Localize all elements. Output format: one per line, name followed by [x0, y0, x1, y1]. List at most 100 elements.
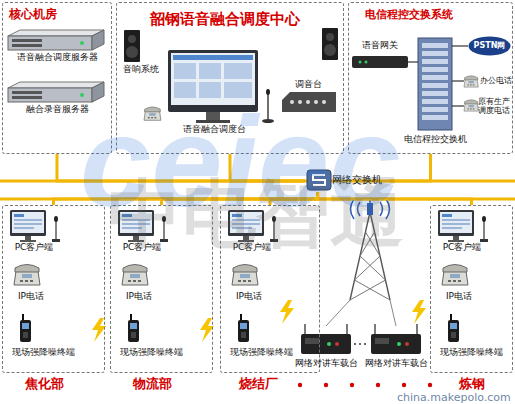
ip-phone-node: IP电话	[114, 260, 164, 302]
dot	[298, 383, 302, 387]
cabinet-row	[422, 59, 448, 64]
phone-icon	[464, 76, 478, 87]
phone-node: 原有生产 调度电话	[464, 96, 513, 122]
speaker-icon	[124, 30, 140, 62]
cabinet-row	[422, 107, 448, 112]
group-heading: 韶钢语音融合调度中心	[150, 11, 300, 28]
device-label: 语音网关	[352, 40, 408, 50]
tower-brace	[355, 256, 381, 280]
group-heading: 核心机房	[9, 8, 57, 22]
screen-tile	[224, 63, 252, 79]
gateway-icon	[352, 56, 408, 68]
device-label: 调音台	[278, 79, 338, 89]
device-label: 网络对讲车载台	[294, 359, 358, 369]
server-node: 语音融合调度服务器	[6, 28, 108, 66]
group-box: 焦化部PC客户端IP电话现场强降噪终端	[2, 205, 105, 373]
wireless-bolt	[412, 300, 426, 324]
mic-head	[266, 89, 270, 95]
screen-bar	[173, 55, 253, 60]
device-label: IP电话	[434, 291, 484, 301]
phone-icon	[442, 265, 468, 286]
server-icon	[8, 30, 104, 50]
dot	[350, 383, 354, 387]
dot	[428, 383, 432, 387]
tower-brace	[350, 280, 386, 300]
phone-icon	[464, 100, 478, 111]
tower-link	[390, 300, 396, 326]
gateway-node: 语音网关	[352, 38, 408, 72]
device-label: 现场强降噪终端	[432, 347, 510, 357]
wire-connector	[452, 105, 464, 106]
client-node: PC客户端	[6, 208, 62, 254]
radio-node: 网络对讲车载台	[294, 322, 358, 372]
wireless-bolt	[200, 318, 214, 342]
radio-icon	[371, 324, 421, 354]
screen-tile	[199, 82, 221, 98]
device-label: 现场强降噪终端	[112, 347, 190, 357]
group-box: 炼钢PC客户端IP电话现场强降噪终端	[430, 205, 513, 373]
device-label: 电信程控交换机	[400, 134, 470, 144]
device-label: 办公电话	[480, 76, 512, 85]
gateway-body	[352, 56, 408, 68]
group-heading: 电信程控交换系统	[365, 9, 453, 22]
handheld-icon	[20, 314, 31, 342]
cabinet-row	[422, 99, 448, 104]
wire-connector	[452, 80, 464, 81]
group-heading: 炼钢	[459, 377, 485, 392]
tower-brace	[355, 280, 391, 300]
speaker-icon	[322, 28, 338, 60]
cloud-ellipse	[469, 37, 511, 56]
tower-link	[326, 300, 350, 326]
ip-phone-node: IP电话	[434, 260, 484, 302]
gateway-led	[365, 61, 368, 64]
terminal-node: 现场强降噪终端	[432, 311, 510, 359]
cabinet-row	[422, 43, 448, 48]
cabinet-row	[422, 115, 448, 120]
wireless-bolt	[92, 318, 106, 342]
handheld-icon	[448, 314, 459, 342]
group-heading: 物流部	[133, 377, 172, 392]
radio-icon	[301, 324, 351, 354]
handheld-icon	[238, 314, 249, 342]
pc-icon	[10, 210, 60, 242]
device-label: PSTN网	[468, 41, 511, 50]
phone-icon	[232, 265, 258, 286]
network-cloud: PSTN网	[468, 36, 511, 56]
device-label: 现场强降噪终端	[4, 347, 82, 357]
screen-tile	[199, 63, 221, 79]
phone-icon	[14, 265, 40, 286]
wire-connector	[452, 45, 468, 46]
device-label: PC客户端	[6, 242, 62, 252]
screen-tile	[224, 82, 252, 98]
watermark: 中电智通	[108, 176, 404, 250]
wire-connector	[408, 61, 418, 62]
pc-icon	[438, 210, 488, 242]
terminal-node: 现场强降噪终端	[112, 311, 190, 359]
phone-icon	[122, 265, 148, 286]
dot	[364, 343, 366, 345]
cabinet-row	[422, 67, 448, 72]
device-label: 现场强降噪终端	[222, 347, 300, 357]
terminal-node: 现场强降噪终端	[222, 311, 300, 359]
red-dots	[298, 383, 432, 387]
cabinet-row	[422, 91, 448, 96]
group-heading: 焦化部	[25, 377, 64, 392]
ip-phone-node: IP电话	[6, 260, 56, 302]
speaker-node: 音响系统	[120, 28, 162, 76]
exchange-node: 电信程控交换机	[418, 36, 452, 132]
ip-phone-node: IP电话	[224, 260, 274, 302]
dotted-link	[354, 343, 366, 345]
dot	[376, 383, 380, 387]
dot	[324, 383, 328, 387]
cabinet-body	[418, 38, 452, 130]
tower-brace	[360, 256, 386, 280]
device-label: 网络对讲车载台	[364, 359, 428, 369]
group-heading: 烧结厂	[239, 377, 278, 392]
device-label: 原有生产 调度电话	[478, 97, 513, 115]
gateway-led	[359, 61, 362, 64]
handheld-icon	[128, 314, 139, 342]
device-label: 音响系统	[120, 64, 162, 74]
client-node: PC客户端	[434, 208, 490, 254]
dot	[354, 343, 356, 345]
